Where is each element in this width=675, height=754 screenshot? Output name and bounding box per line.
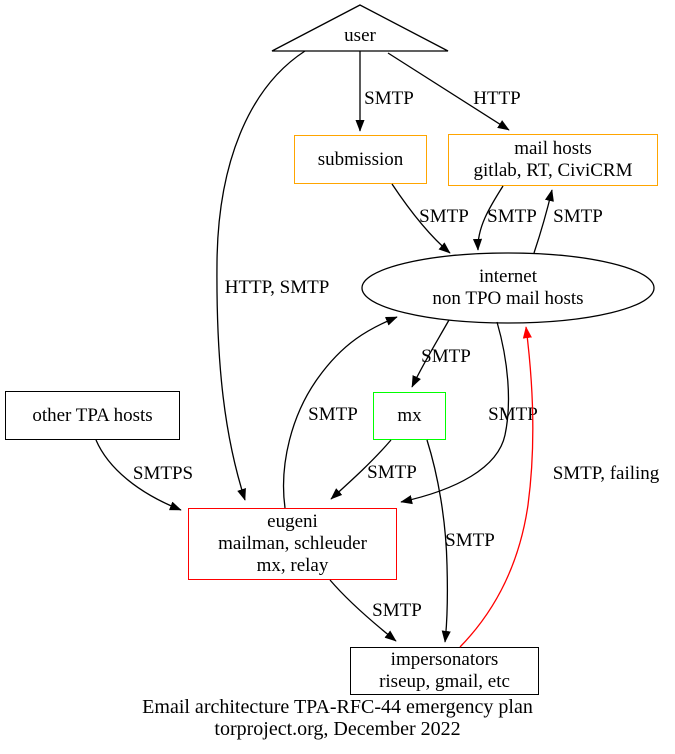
edge-label-eugeni-impersonators: SMTP: [372, 600, 422, 621]
node-other-tpa-hosts-label: other TPA hosts: [32, 404, 153, 426]
edge-label-submission-internet: SMTP: [419, 206, 469, 227]
node-eugeni-line1: eugeni: [267, 511, 318, 532]
node-mx-label: mx: [397, 405, 422, 426]
node-mail-hosts-line1: mail hosts: [514, 138, 592, 159]
node-mail-hosts-line2: gitlab, RT, CiviCRM: [473, 160, 633, 181]
node-internet-label: internet non TPO mail hosts: [432, 266, 583, 310]
edge-label-internet-mail-hosts: SMTP: [553, 206, 603, 227]
edge-label-user-mail-hosts: HTTP: [473, 88, 521, 109]
edge-label-impersonators-internet: SMTP, failing: [552, 463, 660, 484]
node-user-label: user: [344, 25, 376, 46]
diagram-caption: Email architecture TPA-RFC-44 emergency …: [0, 696, 675, 740]
edge-user-eugeni: [216, 50, 306, 501]
node-mail-hosts: mail hosts gitlab, RT, CiviCRM: [448, 134, 658, 186]
node-submission-label: submission: [317, 148, 404, 170]
node-other-tpa-hosts: other TPA hosts: [5, 391, 180, 440]
edge-label-internet-mx: SMTP: [421, 346, 471, 367]
node-impersonators-line2: riseup, gmail, etc: [379, 671, 510, 692]
edge-impersonators-internet-failing: [459, 326, 534, 648]
node-eugeni-line3: mx, relay: [256, 555, 329, 576]
edge-label-user-eugeni: HTTP, SMTP: [224, 277, 330, 298]
edge-label-mx-impersonators: SMTP: [445, 530, 495, 551]
node-eugeni: eugeni mailman, schleuder mx, relay: [188, 508, 397, 580]
node-impersonators-line1: impersonators: [390, 649, 499, 670]
node-eugeni-line2: mailman, schleuder: [218, 533, 367, 554]
node-impersonators: impersonators riseup, gmail, etc: [350, 647, 539, 695]
edge-label-eugeni-internet: SMTP: [308, 404, 358, 425]
caption-line2: torproject.org, December 2022: [214, 718, 461, 740]
edge-label-other-tpa-eugeni: SMTPS: [132, 463, 194, 484]
edge-label-user-submission: SMTP: [364, 88, 414, 109]
node-mx: mx: [373, 392, 446, 440]
edge-label-mx-eugeni: SMTP: [367, 462, 417, 483]
edge-label-mail-hosts-internet: SMTP: [487, 206, 537, 227]
caption-line1: Email architecture TPA-RFC-44 emergency …: [142, 696, 533, 718]
node-internet-line1: internet: [478, 266, 538, 287]
node-submission: submission: [294, 135, 427, 184]
edge-label-internet-eugeni: SMTP: [488, 404, 538, 425]
node-internet-line2: non TPO mail hosts: [432, 288, 584, 309]
